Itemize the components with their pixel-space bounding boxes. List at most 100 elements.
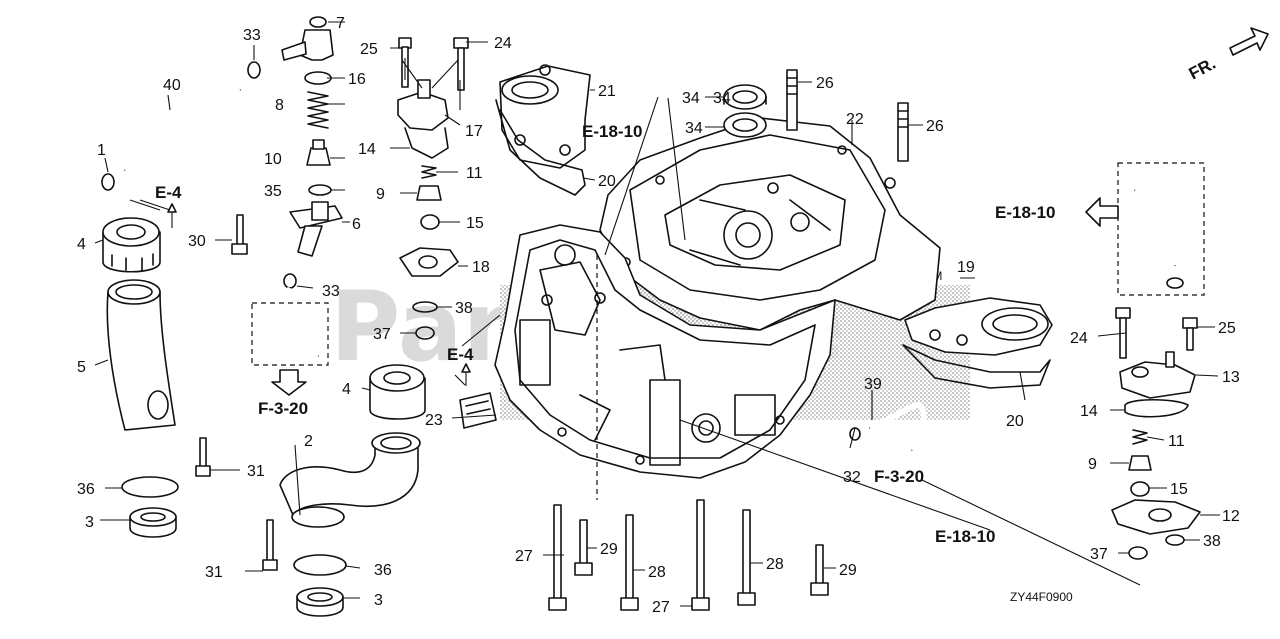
label-part-20-top: 20: [598, 173, 616, 190]
label-part-38-right: 38: [1203, 533, 1221, 550]
gasket-part-14-left: [404, 127, 449, 159]
label-part-23: 23: [425, 412, 443, 429]
cap-part-15-right: [1130, 481, 1150, 497]
front-indicator-label: FR.: [1186, 54, 1219, 84]
washer-part-35: [308, 184, 332, 196]
valve-part-10: [306, 139, 331, 166]
label-part-11-left: 11: [466, 165, 483, 182]
elbow-pipe-part-2: [279, 432, 421, 528]
ref-e18-right: E-18-10: [995, 203, 1055, 222]
gasket-part-20-right: [902, 344, 1051, 389]
stud-part-26-b: [897, 102, 909, 162]
grommet-part-4-upper: [102, 217, 161, 273]
label-part-29-left: 29: [600, 541, 618, 558]
bolt-part-25-right: [1182, 317, 1198, 351]
stud-part-26-a: [786, 69, 798, 131]
label-part-24-right: 24: [1070, 330, 1088, 347]
clip-part-1: [101, 173, 115, 191]
hose-segment-f320-inner: [271, 286, 320, 359]
label-part-17: 17: [465, 123, 483, 140]
label-part-38-left: 38: [455, 300, 473, 317]
hose-right-e1810: [1134, 179, 1176, 266]
label-part-34-c: 34: [685, 120, 703, 137]
spring-part-8: [307, 91, 329, 129]
front-direction-arrow: [1229, 27, 1269, 56]
ref-e4-top: E-4: [155, 183, 182, 202]
bolt-part-27-left: [548, 504, 567, 611]
label-part-21: 21: [598, 83, 616, 100]
label-part-9-left: 9: [376, 186, 385, 203]
label-part-32: 32: [843, 469, 861, 486]
label-part-14-right: 14: [1080, 403, 1098, 420]
label-part-11-right: 11: [1168, 433, 1185, 450]
label-part-30: 30: [188, 233, 206, 250]
bolt-part-31-upper: [195, 437, 211, 477]
label-part-37-right: 37: [1090, 546, 1108, 563]
hose-right-e1810-inner: [1132, 176, 1179, 265]
gasket-part-20-top: [495, 99, 586, 196]
label-part-39: 39: [864, 376, 882, 393]
clip-part-33-top: [247, 61, 261, 79]
grommet-part-4-lower: [369, 364, 426, 420]
label-part-20-right: 20: [1006, 413, 1024, 430]
label-part-40: 40: [163, 77, 181, 94]
label-part-29-right: 29: [839, 562, 857, 579]
oil-seal-part-34-lower: [723, 112, 767, 138]
label-part-8: 8: [275, 97, 284, 114]
hose-part-40-inner: [123, 87, 242, 173]
label-part-4-lower: 4: [342, 381, 351, 398]
label-part-2: 2: [304, 433, 313, 450]
label-part-37-left: 37: [373, 326, 391, 343]
label-part-22: 22: [846, 111, 864, 128]
label-part-28-left: 28: [648, 564, 666, 581]
plate-part-12: [1111, 499, 1201, 535]
bolt-part-31-lower: [262, 519, 278, 571]
bolt-part-29-right: [810, 544, 829, 596]
label-part-27-left: 27: [515, 548, 533, 565]
ref-f320-left: F-3-20: [258, 399, 308, 418]
hose-part-39-inner: [868, 401, 927, 452]
label-part-3-mid: 3: [374, 592, 383, 609]
label-part-13: 13: [1222, 369, 1240, 386]
label-part-3-left: 3: [85, 514, 94, 531]
label-part-9-right: 9: [1088, 456, 1097, 473]
cap-part-15-left: [420, 214, 440, 230]
label-part-31-lower: 31: [205, 564, 223, 581]
label-part-28-right: 28: [766, 556, 784, 573]
label-part-34-b: 34: [713, 90, 731, 107]
ref-e18-left: E-18-10: [582, 122, 642, 141]
label-part-14-left: 14: [358, 141, 376, 158]
valve-body-part-9-right: [1128, 455, 1152, 471]
label-part-24-left: 24: [494, 35, 512, 52]
o-ring-part-36-mid: [293, 554, 347, 576]
clip-right: [1166, 277, 1184, 289]
dashed-box-f320: [251, 302, 329, 366]
label-part-15-left: 15: [466, 215, 484, 232]
label-part-1: 1: [97, 142, 106, 159]
label-part-26-b: 26: [926, 118, 944, 135]
arrow-e1810-right: [1085, 197, 1119, 227]
valve-body-part-9-left: [416, 185, 442, 201]
fitting-part-7: [281, 16, 334, 61]
label-part-34-a: 34: [682, 90, 700, 107]
gasket-part-14-right: [1124, 399, 1189, 418]
grommet-part-23: [459, 392, 497, 429]
holder-part-6: [289, 201, 343, 257]
label-part-10: 10: [264, 151, 282, 168]
ref-e4-mid: E-4: [447, 345, 474, 364]
label-part-7: 7: [336, 15, 345, 32]
plate-part-18: [399, 247, 459, 277]
label-part-19: 19: [957, 259, 975, 276]
bolt-part-28-right: [737, 509, 756, 606]
leader-lines: [94, 21, 1220, 607]
arrow-f320-left: [271, 369, 307, 396]
label-part-33-mid: 33: [322, 283, 340, 300]
bolt-part-28-left: [620, 514, 639, 611]
label-part-4-upper: 4: [77, 236, 86, 253]
dashed-box-e1810: [1117, 162, 1205, 296]
washer-part-38-right: [1165, 534, 1185, 546]
label-part-36-left: 36: [77, 481, 95, 498]
o-ring-part-36-left: [121, 476, 179, 498]
